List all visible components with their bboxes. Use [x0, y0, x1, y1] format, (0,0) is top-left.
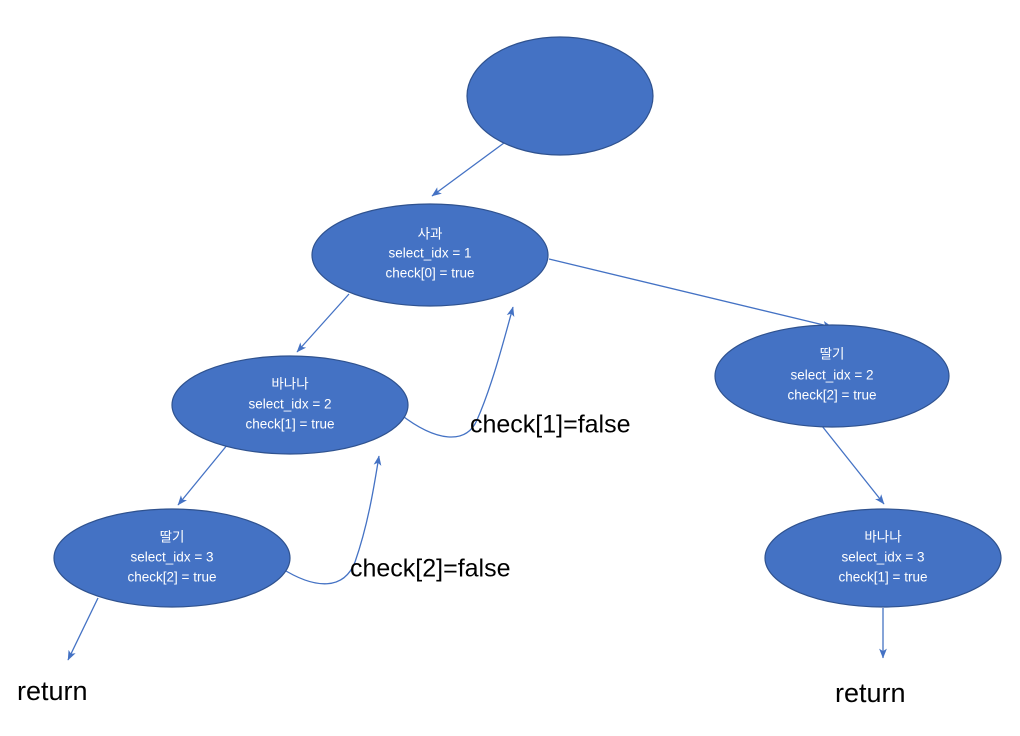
- edge-apple-to-strawberry-right: [548, 258, 833, 329]
- terminal-return-right: return: [835, 678, 906, 708]
- node-banana-left[interactable]: 바나나 select_idx = 2 check[1] = true: [171, 355, 409, 455]
- node-apple[interactable]: 사과 select_idx = 1 check[0] = true: [311, 203, 549, 307]
- edge-apple-to-banana-left: [296, 293, 350, 353]
- node-strawberry-right[interactable]: 딸기 select_idx = 2 check[2] = true: [714, 324, 950, 428]
- node-strawberry-left-ellipse[interactable]: [53, 508, 291, 608]
- node-banana-right[interactable]: 바나나 select_idx = 3 check[1] = true: [764, 508, 1002, 608]
- node-apple-select-idx: select_idx = 1: [389, 246, 472, 261]
- node-apple-title: 사과: [418, 227, 443, 242]
- node-strawberry-right-check: check[2] = true: [788, 388, 877, 403]
- node-banana-right-check: check[1] = true: [839, 570, 928, 585]
- edge-strawberry-back-to-banana: [280, 455, 382, 585]
- node-apple-ellipse[interactable]: [311, 203, 549, 307]
- node-banana-right-ellipse[interactable]: [764, 508, 1002, 608]
- edge-root-to-apple: [431, 139, 509, 197]
- node-strawberry-left-select-idx: select_idx = 3: [131, 550, 214, 565]
- node-strawberry-right-title: 딸기: [820, 347, 845, 362]
- node-banana-left-check: check[1] = true: [246, 417, 335, 432]
- node-strawberry-left-title: 딸기: [160, 530, 185, 545]
- edge-banana-to-strawberry-left: [177, 443, 229, 506]
- node-banana-right-select-idx: select_idx = 3: [842, 550, 925, 565]
- node-banana-left-title: 바나나: [271, 377, 308, 392]
- node-banana-right-title: 바나나: [864, 530, 901, 545]
- edge-label-check1-false: check[1]=false: [470, 411, 631, 439]
- terminal-return-left: return: [17, 676, 88, 706]
- node-strawberry-right-ellipse[interactable]: [714, 324, 950, 428]
- edge-banana-back-to-apple: [399, 306, 515, 438]
- node-strawberry-left[interactable]: 딸기 select_idx = 3 check[2] = true: [53, 508, 291, 608]
- node-root-ellipse[interactable]: [466, 36, 654, 156]
- edge-strawberry-to-banana-right: [821, 425, 885, 505]
- node-strawberry-right-select-idx: select_idx = 2: [791, 368, 874, 383]
- node-root[interactable]: [466, 36, 654, 156]
- node-strawberry-left-check: check[2] = true: [128, 570, 217, 585]
- edge-label-check2-false: check[2]=false: [350, 555, 511, 583]
- node-apple-check: check[0] = true: [386, 266, 475, 281]
- node-banana-left-ellipse[interactable]: [171, 355, 409, 455]
- node-banana-left-select-idx: select_idx = 2: [249, 397, 332, 412]
- edge-strawberry-left-to-return: [67, 597, 99, 661]
